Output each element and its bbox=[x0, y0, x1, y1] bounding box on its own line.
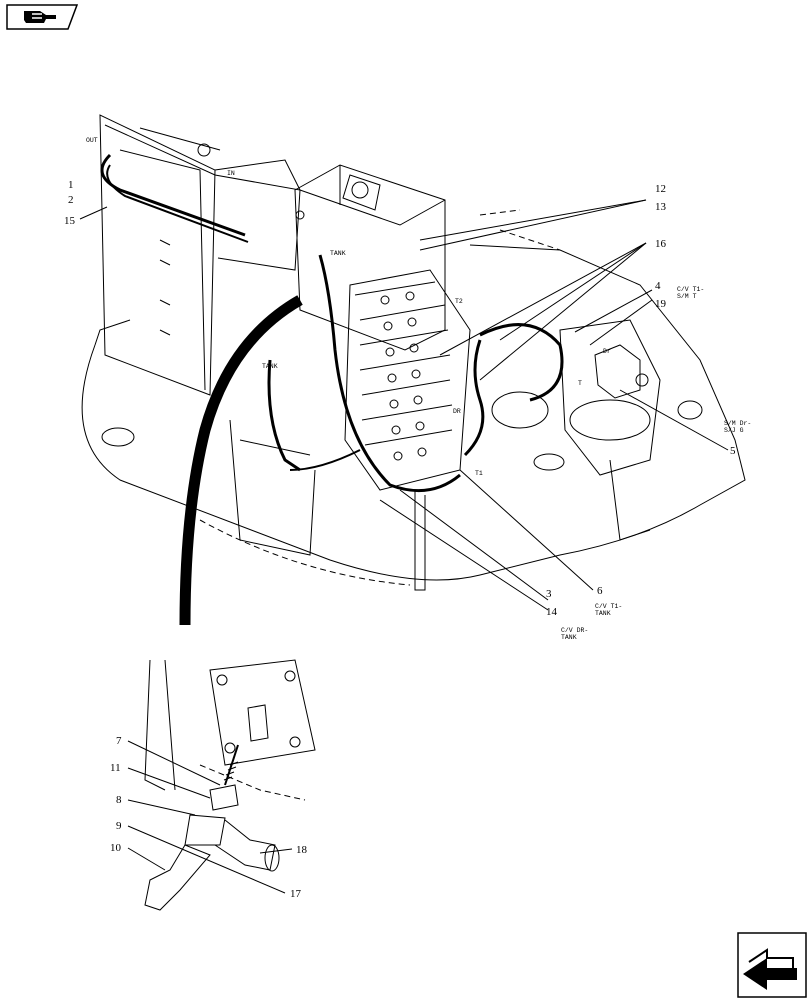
callout: 18 bbox=[296, 844, 308, 856]
note-cv-t1-tank: TANK bbox=[595, 610, 611, 617]
detail-plate bbox=[209, 659, 316, 766]
note-sm-dr-sj-g: S/J G bbox=[724, 427, 744, 434]
callout: 4 bbox=[655, 280, 661, 292]
label-tank: TANK bbox=[330, 250, 346, 257]
previous-page-button[interactable] bbox=[6, 4, 79, 30]
label-t2: T2 bbox=[455, 298, 463, 305]
callout: 2 bbox=[68, 194, 74, 206]
callout: 11 bbox=[110, 762, 121, 774]
note-cv-dr-tank: C/V DR- bbox=[561, 627, 588, 634]
callout: 5 bbox=[730, 445, 736, 457]
label-in: IN bbox=[227, 170, 235, 177]
callout: 14 bbox=[546, 606, 558, 618]
pointing-hand-icon bbox=[6, 4, 79, 30]
callout: 12 bbox=[655, 183, 666, 195]
return-button[interactable] bbox=[737, 932, 807, 998]
detail-branch bbox=[214, 819, 276, 871]
callout: 16 bbox=[655, 238, 667, 250]
control-valve bbox=[344, 269, 471, 491]
main-return-hose bbox=[179, 295, 303, 626]
callout: 10 bbox=[110, 842, 122, 854]
hydraulic-tank bbox=[294, 164, 446, 351]
oil-cooler bbox=[99, 114, 216, 396]
note-sm-dr-sj-g: S/M Dr- bbox=[724, 420, 751, 427]
note-cv-dr-tank: TANK bbox=[561, 634, 577, 641]
detail-sensor bbox=[209, 784, 239, 811]
part-labels: OUT IN TANK TANK T2 T1 DR Dr T C/V T1- S… bbox=[86, 137, 751, 641]
callout: 1 bbox=[68, 179, 74, 191]
label-out: OUT bbox=[86, 137, 98, 144]
label-tank: TANK bbox=[262, 363, 278, 370]
valve-ports bbox=[380, 291, 427, 461]
note-cv-t1-tank: C/V T1- bbox=[595, 603, 622, 610]
detail-frame bbox=[144, 659, 176, 791]
detail-fitting bbox=[184, 814, 226, 846]
callout: 17 bbox=[290, 888, 302, 900]
callout: 13 bbox=[655, 201, 667, 213]
swing-motor bbox=[559, 319, 661, 476]
callout: 9 bbox=[116, 820, 122, 832]
label-t: T bbox=[578, 380, 582, 387]
note-cv-t1-sm-t: S/M T bbox=[677, 293, 697, 300]
callout: 15 bbox=[64, 215, 76, 227]
callout: 8 bbox=[116, 794, 122, 806]
callout: 3 bbox=[546, 588, 552, 600]
note-cv-t1-sm-t: C/V T1- bbox=[677, 286, 704, 293]
callout: 7 bbox=[116, 735, 122, 747]
detail-elbow bbox=[144, 844, 211, 911]
label-dr: Dr bbox=[603, 348, 611, 355]
label-dr: DR bbox=[453, 408, 461, 415]
base-plate bbox=[81, 244, 746, 581]
callout: 6 bbox=[597, 585, 603, 597]
label-t1: T1 bbox=[475, 470, 483, 477]
callout-numbers: 1 2 15 12 13 16 4 19 5 3 6 14 7 11 8 9 1… bbox=[64, 179, 736, 900]
callout: 19 bbox=[655, 298, 667, 310]
return-arrow-icon bbox=[737, 932, 807, 998]
